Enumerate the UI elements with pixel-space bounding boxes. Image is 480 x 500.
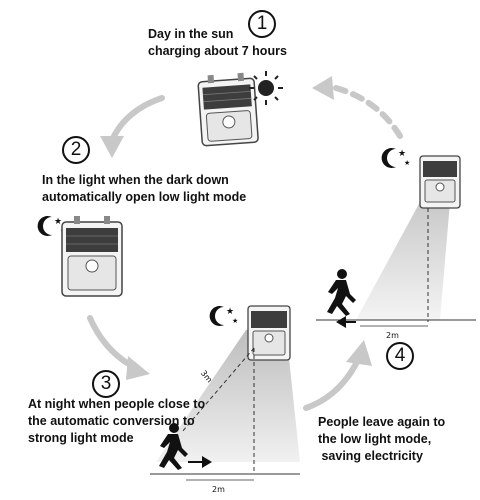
svg-text:★: ★ (54, 216, 62, 226)
solar-lamp-icon (197, 72, 259, 147)
step-1-number: 1 (248, 10, 276, 38)
svg-text:★: ★ (226, 306, 234, 316)
step-2-caption: In the light when the dark down automati… (42, 172, 246, 206)
step-2-line-2: automatically open low light mode (42, 190, 247, 204)
moon-stars-icon: ★ ★ (381, 148, 410, 168)
step-3-line-3: strong light mode (28, 431, 134, 445)
step-1-caption: Day in the sun charging about 7 hours (148, 26, 287, 60)
running-person-icon (159, 423, 188, 470)
step-4-line-2: the low light mode, (318, 432, 432, 446)
solar-lamp-icon (61, 216, 123, 297)
step-2-number: 2 (62, 136, 90, 164)
step-3-caption: At night when people close to the automa… (28, 396, 205, 447)
step-4-line-3: saving electricity (318, 449, 423, 463)
running-person-icon (327, 269, 356, 316)
step-2-line-1: In the light when the dark down (42, 173, 229, 187)
floor-distance-label-step4: 2m (386, 331, 399, 340)
step-3-line-1: At night when people close to (28, 397, 206, 411)
solar-lamp-icon (247, 305, 291, 361)
step-3-line-2: the automatic conversion to (28, 414, 195, 428)
light-beam (356, 202, 450, 320)
step-1-line-2: charging about 7 hours (148, 44, 287, 58)
step-4-number: 4 (386, 342, 414, 370)
step-4-line-1: People leave again to (318, 415, 446, 429)
step-3-number: 3 (92, 370, 120, 398)
step-4-caption: People leave again to the low light mode… (318, 414, 445, 465)
moon-stars-icon: ★ ★ (209, 306, 238, 326)
svg-text:★: ★ (232, 317, 238, 325)
floor-distance-label-step3: 2m (212, 485, 225, 494)
solar-lamp-icon (419, 155, 461, 209)
step-1-line-1: Day in the sun (148, 27, 234, 41)
sun-icon (249, 71, 283, 105)
cycle-arrow-icon (87, 76, 403, 411)
svg-text:★: ★ (398, 148, 406, 158)
light-beam (156, 330, 300, 462)
svg-text:★: ★ (404, 159, 410, 167)
